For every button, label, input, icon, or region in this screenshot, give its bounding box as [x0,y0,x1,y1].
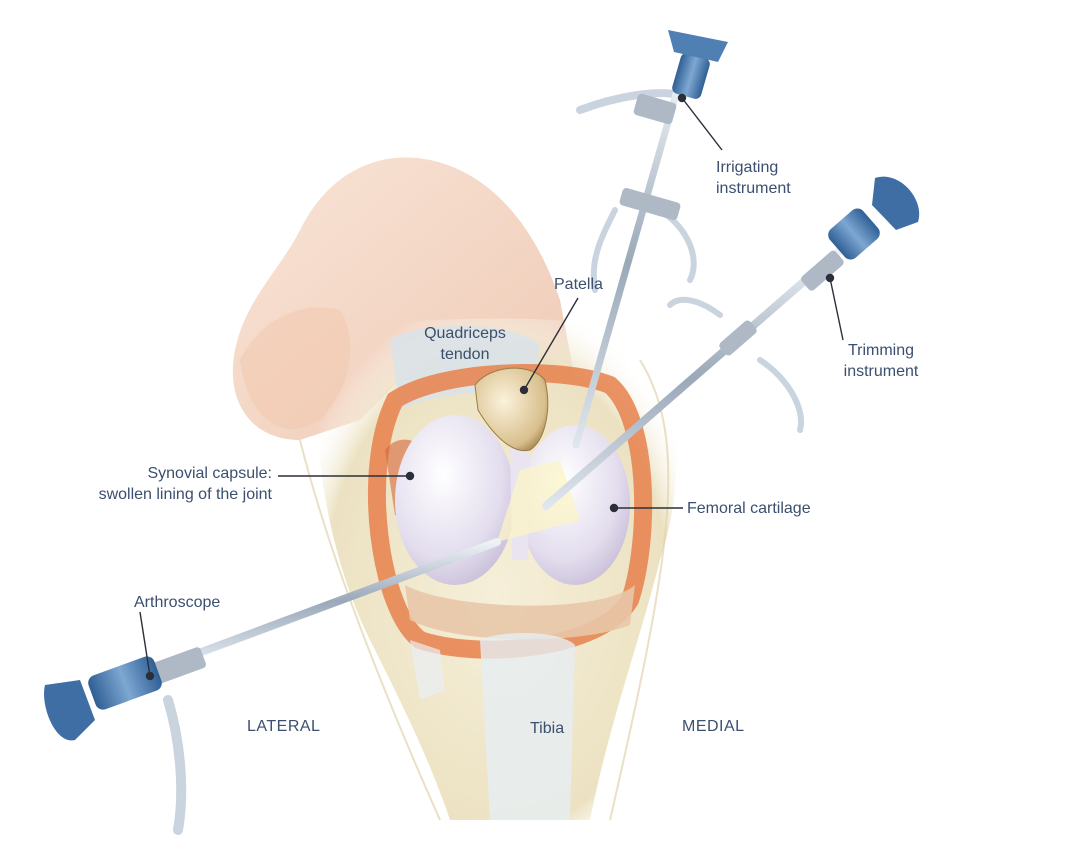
label-irrigating-instrument: Irrigating instrument [716,157,791,199]
leader-arthroscope [139,611,151,677]
label-lateral: LATERAL [247,716,320,737]
label-tibia-text: Tibia [530,720,565,737]
label-medial: MEDIAL [682,716,745,737]
arthroscope-art [44,538,501,835]
leader-irrigating [681,97,723,151]
label-trimming-instrument: Trimming instrument [826,340,936,382]
label-synovial-capsule: Synovial capsule: swollen lining of the … [40,463,272,505]
tibial-plateau [405,585,635,640]
trimming-instrument-art [542,176,920,510]
label-lateral-text: LATERAL [247,718,321,735]
patella-bone [474,367,549,452]
leg-outline-right [609,359,670,821]
label-medial-text: MEDIAL [682,718,745,735]
irrigating-instrument-art [572,30,728,449]
label-irrigating-line2: instrument [716,180,791,197]
label-irrigating-line1: Irrigating [716,159,779,176]
label-quadriceps-tendon: Quadriceps tendon [410,323,520,365]
label-quadriceps-line2: tendon [440,346,490,363]
leader-patella [523,297,579,391]
fibula-bone [410,640,445,700]
label-synovial-line2: swollen lining of the joint [98,486,272,503]
label-trimming-line2: instrument [843,363,919,380]
label-synovial-line1: Synovial capsule: [147,465,272,482]
leader-lines [139,93,844,681]
label-arthroscope-text: Arthroscope [134,594,221,611]
label-femoral-text: Femoral cartilage [687,500,811,517]
label-arthroscope: Arthroscope [134,592,220,613]
label-patella: Patella [554,274,603,295]
label-femoral-cartilage: Femoral cartilage [687,498,811,519]
tibia-bone [480,633,575,820]
light-cone [497,460,580,542]
label-trimming-line1: Trimming [847,342,915,359]
label-tibia: Tibia [530,718,564,739]
label-quadriceps-line1: Quadriceps [424,325,506,342]
leg-outline-left [299,439,441,821]
label-patella-text: Patella [554,276,603,293]
leader-trimming [829,277,844,341]
